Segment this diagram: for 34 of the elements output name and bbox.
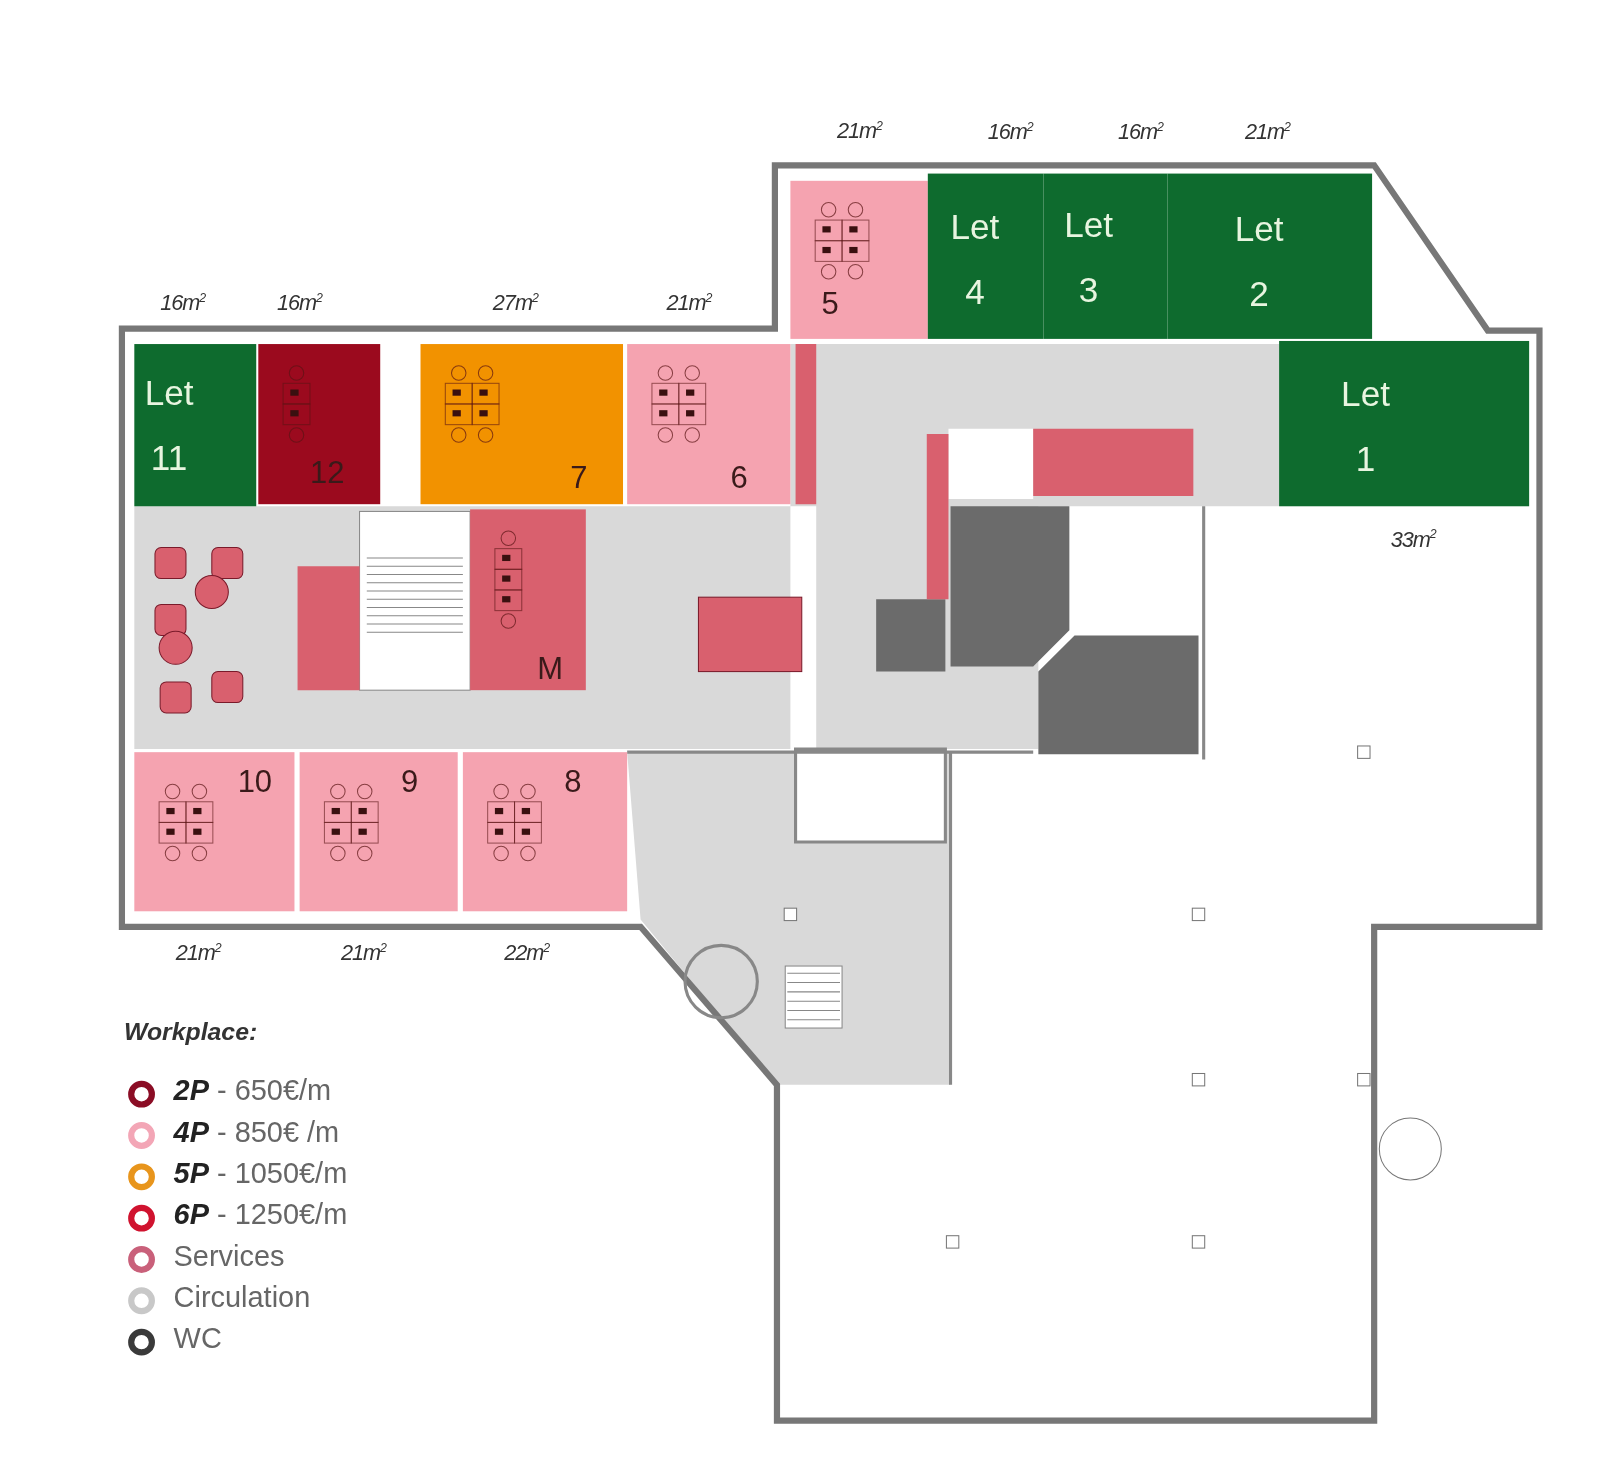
area-label: 33m$^{2}$ xyxy=(1390,526,1436,552)
room-number: 5 xyxy=(821,285,839,323)
room-number: 10 xyxy=(237,763,273,801)
legend-text: WC xyxy=(173,1322,222,1356)
room-number: 7 xyxy=(570,458,588,496)
room-number: 6 xyxy=(730,458,748,496)
area-label: 16m$^{2}$ xyxy=(987,119,1033,145)
area-label: 21m$^{2}$ xyxy=(666,290,712,316)
legend-text: Services xyxy=(173,1239,285,1273)
legend-text: 2P - 650€/m xyxy=(173,1074,332,1108)
area-label: 21m$^{2}$ xyxy=(836,118,882,144)
area-label: 16m$^{2}$ xyxy=(160,290,206,316)
area-label: 22m$^{2}$ xyxy=(504,940,550,965)
room-number: Let 2 xyxy=(1234,207,1284,315)
room-number: 9 xyxy=(400,763,419,801)
room-number: 12 xyxy=(309,453,345,491)
legend-text: Circulation xyxy=(173,1281,311,1315)
area-label: 21m$^{2}$ xyxy=(340,940,386,965)
legend-text: 5P - 1050€/m xyxy=(173,1157,348,1191)
area-label: 16m$^{2}$ xyxy=(276,290,322,316)
area-label: 27m$^{2}$ xyxy=(492,290,538,316)
area-label: 16m$^{2}$ xyxy=(1117,119,1163,145)
legend-heading: Workplace: xyxy=(124,1017,258,1047)
legend-text: 6P - 1250€/m xyxy=(173,1198,348,1232)
room-number: Let 1 xyxy=(1341,373,1390,481)
area-label: 21m$^{2}$ xyxy=(175,940,221,965)
room-number: Let 3 xyxy=(1064,203,1114,311)
room-number: M xyxy=(537,649,564,687)
room-number: Let 4 xyxy=(950,205,1000,313)
legend-text: 4P - 850€ /m xyxy=(173,1115,340,1149)
office-room xyxy=(470,509,586,691)
room-number: 8 xyxy=(564,763,582,801)
room-number: Let 11 xyxy=(144,372,194,480)
area-label: 21m$^{2}$ xyxy=(1245,119,1290,145)
